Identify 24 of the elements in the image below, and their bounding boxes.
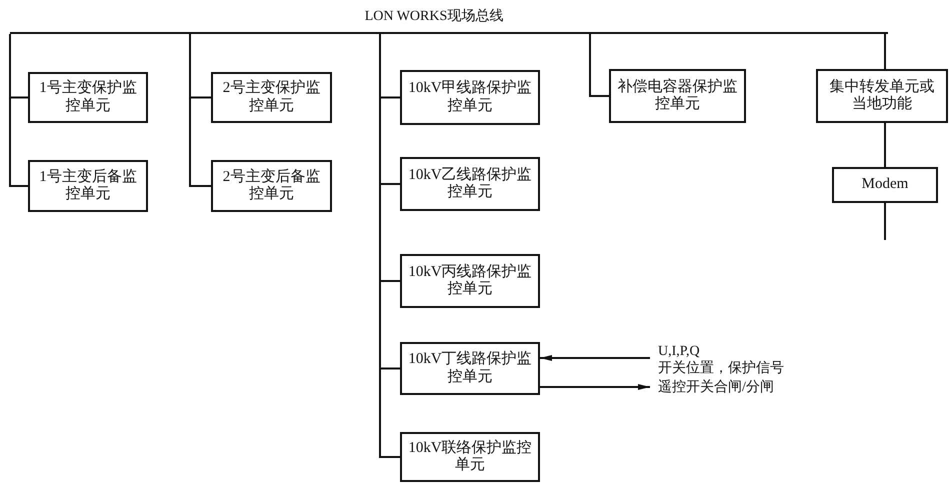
- signal-text: 遥控开关合闸/分闸: [658, 379, 775, 396]
- bus-branch-line: [884, 34, 886, 69]
- unit-box: 10kV丁线路保护监控单元: [400, 342, 540, 395]
- unit-box: 1号主变保护监控单元: [28, 72, 148, 123]
- unit-box: 2号主变保护监控单元: [211, 72, 332, 123]
- signal-text: U,I,P,Q: [658, 343, 701, 360]
- unit-box: 10kV乙线路保护监控单元: [400, 157, 540, 211]
- bus-branch-line: [379, 34, 400, 458]
- signal-text: 开关位置，保护信号: [658, 360, 785, 377]
- unit-box: 2号主变后备监控单元: [211, 160, 332, 212]
- unit-box: 10kV丙线路保护监控单元: [400, 254, 540, 308]
- signal-arrow: [540, 355, 650, 361]
- unit-box: 集中转发单元或当地功能: [816, 69, 948, 123]
- unit-box: 补偿电容器保护监控单元: [609, 69, 746, 123]
- bus-branch-line: [884, 203, 886, 240]
- bus-branch-line: [189, 34, 211, 187]
- bus-title: LON WORKS现场总线: [364, 8, 504, 26]
- bus-branch-line: [884, 123, 886, 167]
- modem-box: Modem: [832, 167, 938, 203]
- unit-box: 10kV甲线路保护监控单元: [400, 70, 540, 125]
- unit-box: 1号主变后备监控单元: [28, 160, 148, 212]
- signal-arrow: [540, 384, 650, 390]
- bus-branch-line: [589, 34, 609, 97]
- unit-box: 10kV联络保护监控单元: [400, 432, 540, 482]
